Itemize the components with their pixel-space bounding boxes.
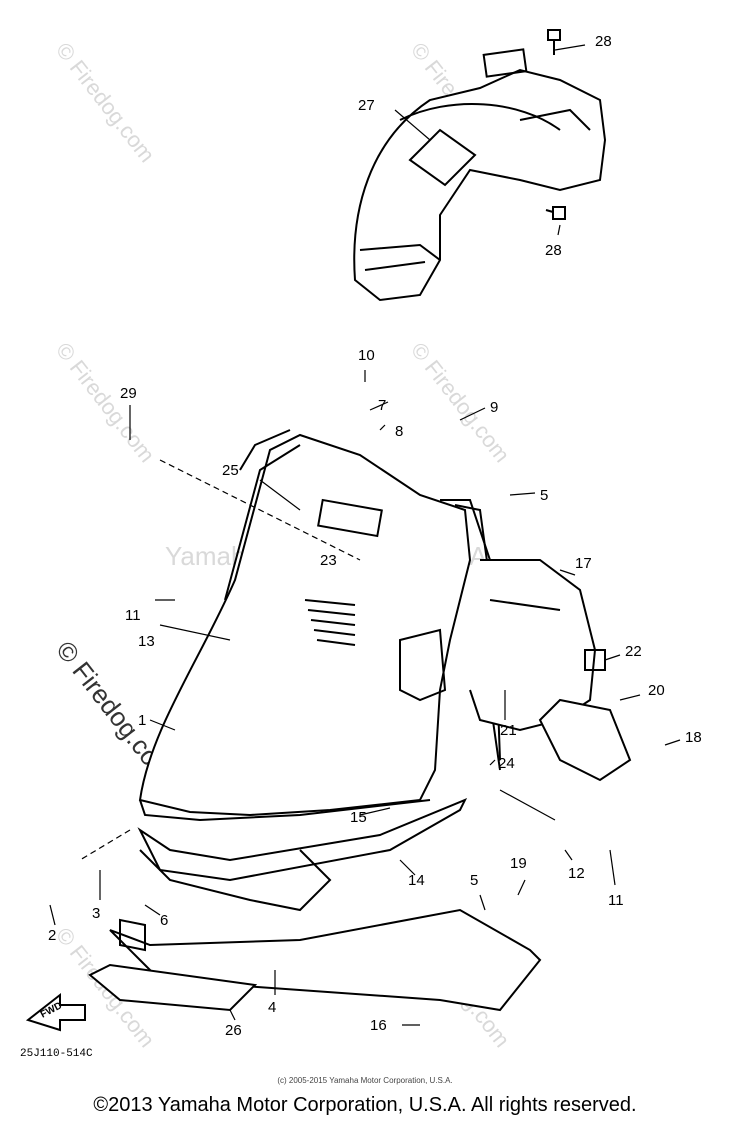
callout-29: 29 <box>120 385 137 402</box>
callout-11-right: 11 <box>608 892 624 909</box>
rear-fender-part <box>353 48 607 302</box>
callout-18: 18 <box>685 729 702 746</box>
callout-22: 22 <box>625 643 642 660</box>
callout-28-top: 28 <box>595 33 612 50</box>
callout-15: 15 <box>350 809 367 826</box>
callout-13: 13 <box>138 633 155 650</box>
callout-8: 8 <box>395 423 403 440</box>
callout-24: 24 <box>498 755 515 772</box>
callout-1: 1 <box>138 712 146 729</box>
watermark-diagonal-3: © Firedog.com <box>51 338 160 467</box>
main-copyright: ©2013 Yamaha Motor Corporation, U.S.A. A… <box>93 1094 637 1116</box>
watermark-diagonal-4: © Firedog.com <box>406 338 515 467</box>
emblem-23 <box>317 498 383 538</box>
lower-cover-parts <box>88 798 542 1012</box>
watermark-diagonal-1: © Firedog.com <box>51 38 160 167</box>
callout-16: 16 <box>370 1017 387 1034</box>
grille-vents <box>304 599 356 646</box>
callout-12: 12 <box>568 865 585 882</box>
callout-labels: 28 27 28 10 7 9 8 29 25 5 23 17 11 13 22… <box>48 33 702 1039</box>
callout-19: 19 <box>510 855 527 872</box>
diagram-code: 25J110-514C <box>20 1048 93 1060</box>
callout-5-top: 5 <box>540 487 548 504</box>
callout-2: 2 <box>48 927 56 944</box>
callout-27: 27 <box>358 97 375 114</box>
callout-17: 17 <box>575 555 592 572</box>
fwd-arrow-icon <box>25 992 86 1032</box>
callout-10: 10 <box>358 347 375 364</box>
callout-6: 6 <box>160 912 168 929</box>
callout-21: 21 <box>500 722 517 739</box>
callout-26: 26 <box>225 1022 242 1039</box>
callout-11-left: 11 <box>125 607 141 624</box>
callout-3: 3 <box>92 905 100 922</box>
callout-25: 25 <box>222 462 239 479</box>
bolt-28-mid <box>545 206 566 220</box>
callout-14: 14 <box>408 872 425 889</box>
leg-shield-part <box>138 429 501 822</box>
small-copyright: (c) 2005-2015 Yamaha Motor Corporation, … <box>277 1076 453 1085</box>
callout-23: 23 <box>320 552 337 569</box>
callout-20: 20 <box>648 682 665 699</box>
callout-5-bottom: 5 <box>470 872 478 889</box>
callout-28-mid: 28 <box>545 242 562 259</box>
inner-panel-part <box>469 559 632 782</box>
bolt-28-top <box>547 29 561 55</box>
leader-lines <box>49 44 681 1026</box>
callout-4: 4 <box>268 999 276 1016</box>
callout-7: 7 <box>378 397 386 414</box>
callout-9: 9 <box>490 399 498 416</box>
